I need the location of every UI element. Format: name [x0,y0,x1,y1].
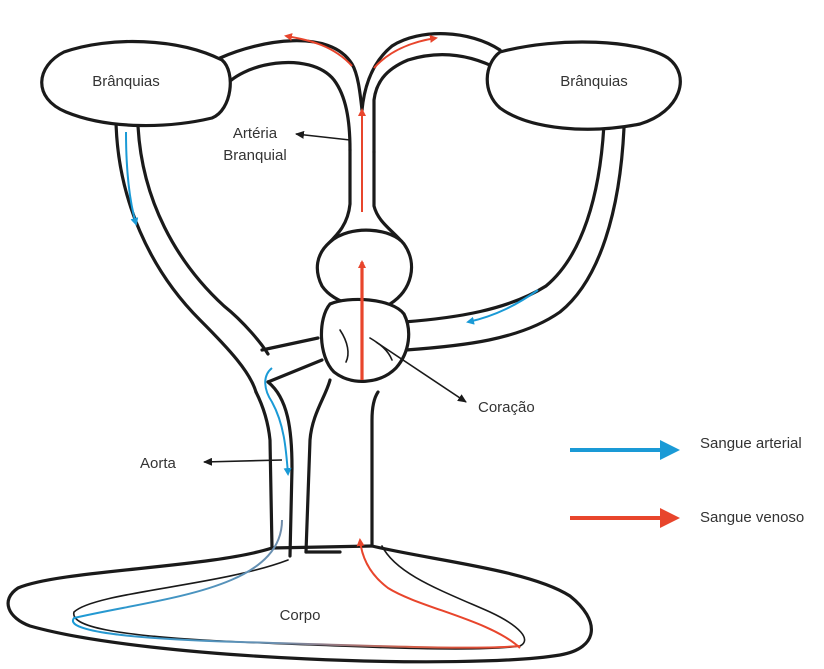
branchial-upper-right [362,34,500,110]
heart-lower-chamber [321,299,408,381]
branchial-artery-left-wall [328,150,350,244]
vena-vessel-right [372,392,378,546]
body-label: Corpo [280,607,321,624]
aorta-vessel-outer-left [256,392,272,548]
legend-arterial-label: Sangue arterial [700,435,802,452]
left-heart-connector-top [262,338,318,350]
right-gill-vessel-inner [404,124,604,322]
legend-venous-arrowhead [660,508,680,528]
left-gill-label: Brânquias [92,73,160,90]
branchial-artery-right-wall [374,152,402,242]
branchial-upper-right-inner [374,55,500,152]
legend: Sangue arterial Sangue venoso [570,435,804,528]
aorta-label: Aorta [140,455,177,472]
branchial-artery-pointer [296,134,350,140]
heart-label: Coração [478,399,535,416]
right-gill-label: Brânquias [560,73,628,90]
branchial-artery-label-line2: Branquial [223,147,286,164]
legend-venous-label: Sangue venoso [700,509,804,526]
left-heart-connector-bottom [268,360,322,382]
branchial-artery-label-line1: Artéria [233,125,278,142]
right-gill-vessel-outer [406,128,624,350]
heart-upper-chamber [317,230,411,307]
vena-vessel-left [306,380,330,552]
legend-arterial-arrowhead [660,440,680,460]
